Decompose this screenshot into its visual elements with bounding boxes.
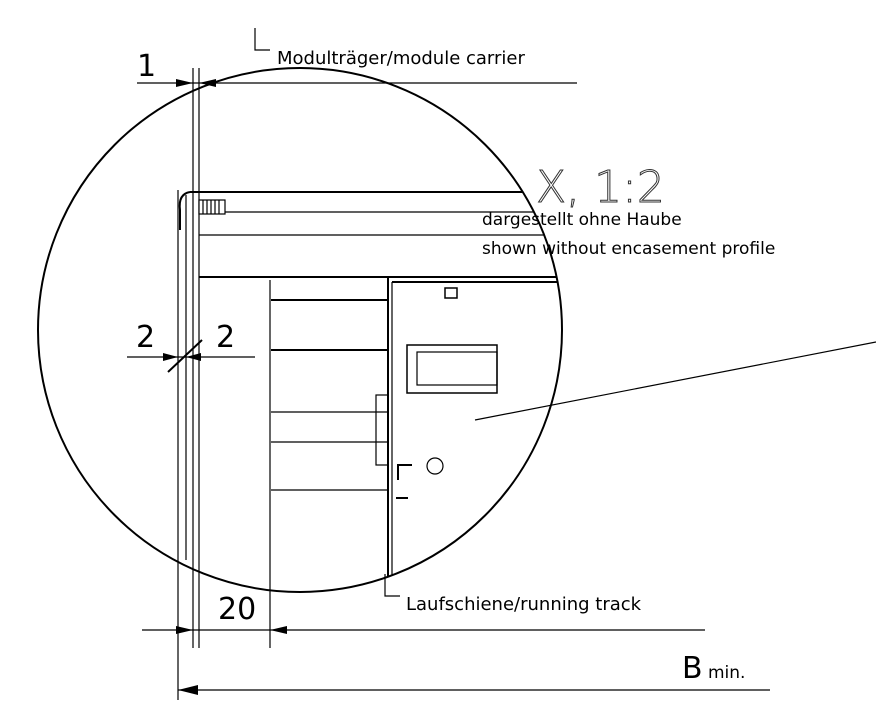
arrow-right (163, 353, 178, 361)
bmin-text: B (682, 651, 703, 686)
running-track-label-group: Laufschiene/running track (384, 574, 642, 615)
dimension-2-right-text: 2 (216, 320, 235, 355)
arrow-right (176, 626, 193, 634)
arrow-left (186, 353, 201, 361)
note-english: shown without encasement profile (482, 239, 775, 259)
module-carrier-label: Modulträger/module carrier (277, 48, 525, 69)
dimension-1-text: 1 (137, 49, 156, 84)
bmin-suffix: min. (708, 663, 745, 683)
profile-corner (178, 191, 191, 230)
dimension-2-slash (167, 339, 203, 373)
arrow-left (199, 79, 216, 87)
detail-leader-line (474, 341, 876, 421)
dimension-20-text: 20 (218, 592, 256, 627)
module-carrier-marker (254, 28, 270, 51)
module-carrier-label-group: Modulträger/module carrier (254, 28, 525, 69)
running-track-label: Laufschiene/running track (406, 594, 642, 615)
small-square (444, 287, 458, 299)
arrow-left (178, 685, 198, 695)
detail-circle (37, 67, 563, 593)
window-inner (416, 351, 498, 386)
detail-label: X, 1:2 (536, 162, 665, 213)
detail-content (178, 191, 562, 592)
round-part (426, 457, 444, 475)
dimension-2-2-group: 2 2 (127, 320, 255, 373)
bmin-group: B min. (178, 651, 770, 695)
running-track-marker (384, 574, 400, 597)
note-german: dargestellt ohne Haube (482, 210, 682, 230)
side-bar (375, 394, 389, 466)
dimension-2-left-text: 2 (136, 320, 155, 355)
dimension-20-group: 20 (142, 592, 705, 634)
arrow-left (270, 626, 287, 634)
l-bracket (397, 464, 412, 480)
arrow-right (176, 79, 193, 87)
